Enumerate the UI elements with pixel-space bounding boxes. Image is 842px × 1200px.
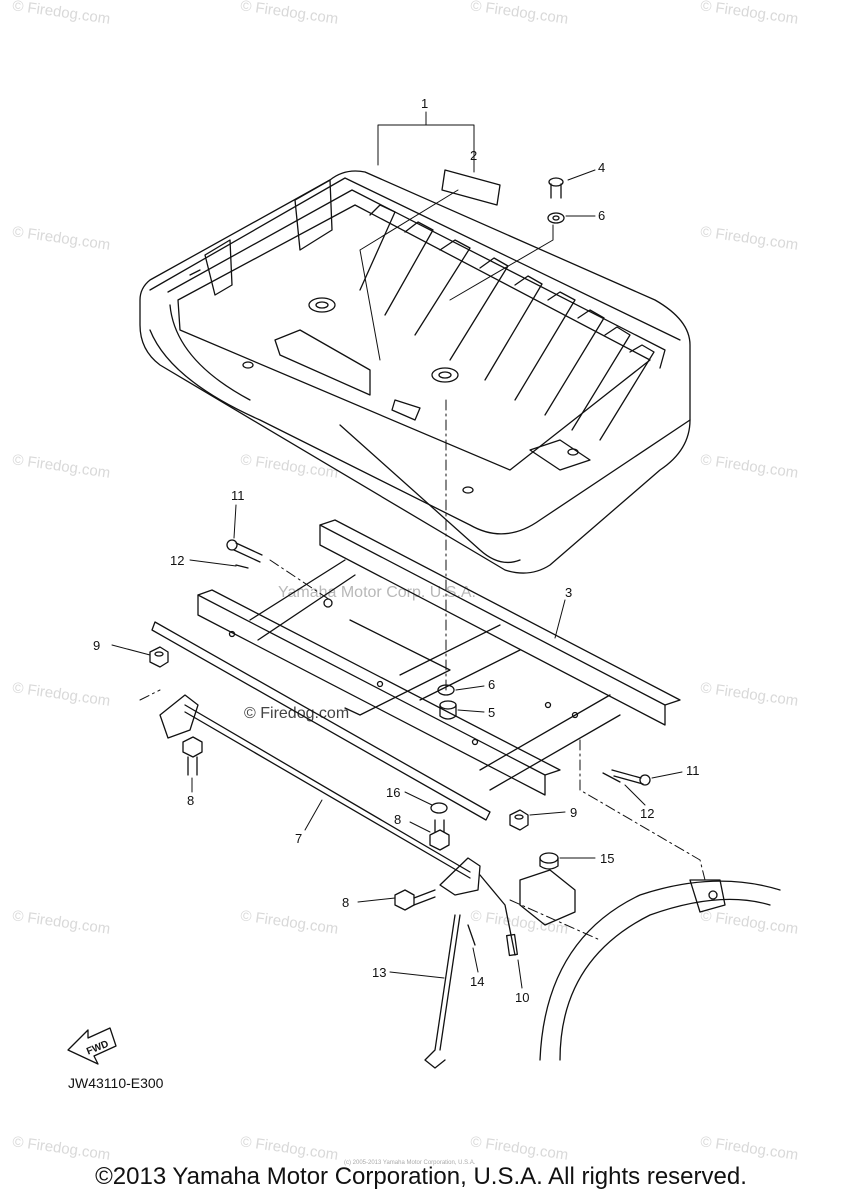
bolt-part (394, 889, 436, 911)
bed-frame (197, 519, 681, 796)
callout-9: 9 (93, 638, 100, 653)
callout-3: 3 (565, 585, 572, 600)
washer-part (430, 802, 448, 814)
callout-7: 7 (295, 831, 302, 846)
clip-part (235, 564, 249, 569)
bracket-part (519, 869, 576, 926)
callout-8: 8 (394, 812, 401, 827)
damper-part (539, 857, 559, 870)
stay-rod-part (439, 914, 461, 1051)
leader-lines (111, 111, 683, 989)
bolt-part (182, 736, 203, 776)
clip-part (467, 924, 476, 946)
callout-13: 13 (372, 965, 386, 980)
callout-1: 1 (421, 96, 428, 111)
vehicle-fender (559, 898, 771, 1061)
callout-14: 14 (470, 974, 484, 989)
pin-part (226, 539, 263, 563)
callout-10: 10 (515, 990, 529, 1005)
callout-12: 12 (640, 806, 654, 821)
callout-5: 5 (488, 705, 495, 720)
callout-11: 11 (231, 488, 245, 503)
callout-2: 2 (470, 148, 477, 163)
fine-print: (c) 2005-2013 Yamaha Motor Corporation, … (344, 1160, 476, 1166)
stay-rod-part (424, 914, 456, 1069)
center-lines (139, 399, 706, 941)
bolt-part (429, 819, 450, 851)
copyright-footer: ©2013 Yamaha Motor Corporation, U.S.A. A… (95, 1163, 747, 1190)
callout-15: 15 (600, 851, 614, 866)
callout-8: 8 (187, 793, 194, 808)
nut-part (149, 646, 169, 668)
warning-label-part (441, 169, 501, 206)
callout-4: 4 (598, 160, 605, 175)
support-rods (151, 621, 519, 957)
collar-part (439, 700, 457, 720)
callout-6: 6 (598, 208, 605, 223)
damper-part (539, 852, 559, 864)
clip-part (602, 772, 621, 783)
callout-6: 6 (488, 677, 495, 692)
washer-part (547, 212, 565, 224)
callout-16: 16 (386, 785, 400, 800)
bolt-part (548, 177, 564, 199)
callout-9: 9 (570, 805, 577, 820)
callout-8: 8 (342, 895, 349, 910)
cargo-bed-assembly (139, 170, 691, 574)
callout-12: 12 (170, 553, 184, 568)
pin-part (611, 769, 651, 786)
fwd-arrow-icon: FWD (67, 1027, 117, 1065)
nut-part (509, 809, 529, 831)
yamaha-watermark: Yamaha Motor Corp. U.S.A. (278, 584, 476, 601)
callout-11: 11 (686, 763, 700, 778)
drawing-code: JW43110-E300 (68, 1075, 164, 1091)
